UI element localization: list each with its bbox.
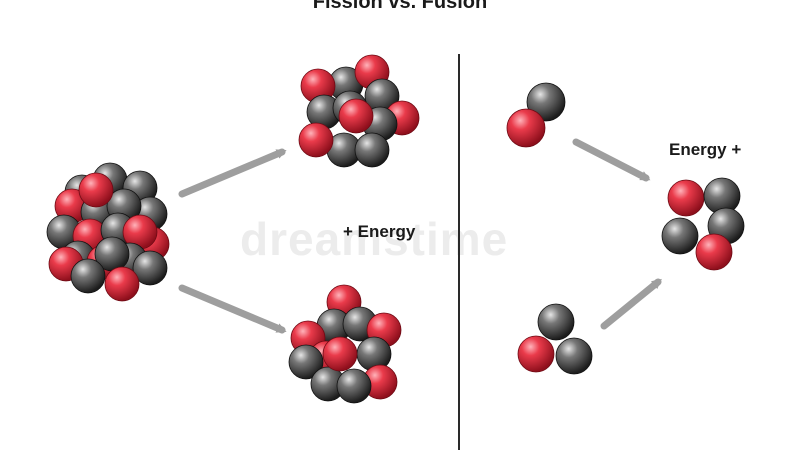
divider-line [458, 54, 460, 450]
neutron [132, 250, 168, 286]
neutron [537, 303, 575, 341]
neutron [526, 82, 566, 122]
proton [517, 335, 555, 373]
proton [695, 233, 733, 271]
neutron [661, 217, 699, 255]
proton [78, 172, 114, 208]
nuclei [46, 54, 745, 404]
arrow-fission-to-bottom [178, 284, 287, 334]
neutron [336, 368, 372, 404]
proton [104, 266, 140, 302]
proton [506, 108, 546, 148]
neutron [354, 132, 390, 168]
neutron [555, 337, 593, 375]
proton [667, 179, 705, 217]
fusion-reactant-bottom [517, 303, 593, 375]
reaction-arrows [178, 138, 662, 334]
fusion-energy-label: Energy + [669, 140, 742, 159]
neutron [288, 344, 324, 380]
diagram-title: Fission vs. Fusion [312, 0, 488, 13]
arrow-fusion-from-top [572, 138, 651, 182]
fusion-reactant-top [506, 82, 566, 148]
proton [322, 336, 358, 372]
neutron [70, 258, 106, 294]
parent-nucleus [46, 162, 170, 302]
proton [298, 122, 334, 158]
fission-product-bottom [288, 284, 402, 404]
arrow-fission-to-top [178, 148, 287, 198]
fusion-product [661, 177, 745, 271]
fission-energy-label: + Energy [343, 222, 416, 241]
arrow-fusion-from-bottom [600, 278, 662, 330]
proton [338, 98, 374, 134]
fission-product-top [298, 54, 420, 168]
